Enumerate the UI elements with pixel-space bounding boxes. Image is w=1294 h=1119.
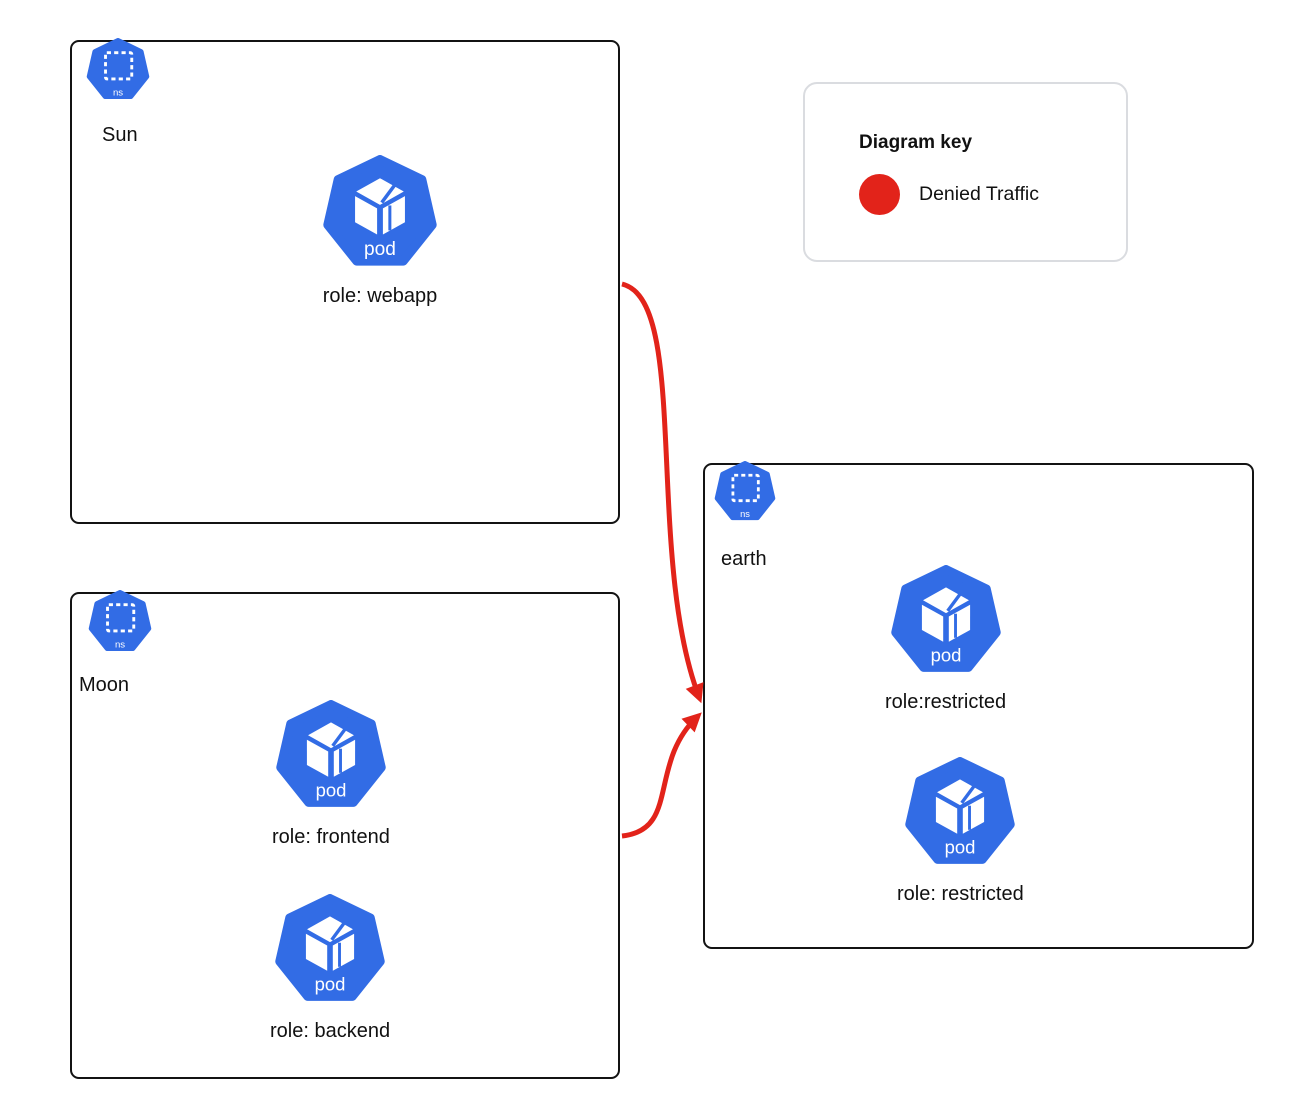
namespace-icon — [714, 461, 776, 523]
pod-label: role: backend — [270, 1020, 391, 1042]
pod-restricted-1: role:restricted — [885, 565, 1006, 714]
pod-backend: role: backend — [270, 894, 390, 1043]
namespace-icon — [86, 38, 150, 102]
pod-restricted-2: role: restricted — [897, 757, 1024, 906]
pod-label: role: frontend — [272, 826, 390, 848]
namespace-name: earth — [721, 548, 767, 570]
pod-icon — [275, 700, 387, 812]
pod-webapp: role: webapp — [322, 155, 438, 308]
pod-icon — [322, 155, 438, 271]
diagram-key: Diagram key Denied Traffic — [803, 82, 1128, 262]
namespace-icon — [88, 590, 152, 654]
pod-icon — [274, 894, 386, 1006]
pod-icon — [890, 565, 1002, 677]
denied-arrow-moon-to-earth — [621, 712, 702, 839]
namespace-box-sun: Sun role: webapp — [70, 40, 620, 524]
pod-label: role:restricted — [885, 691, 1007, 713]
diagram-key-row: Denied Traffic — [859, 174, 1039, 215]
namespace-name: Sun — [102, 124, 138, 146]
denied-traffic-dot — [859, 174, 900, 215]
namespace-box-moon: Moon role: frontend role: backend — [70, 592, 620, 1079]
namespace-box-earth: earth role:restricted role: restricted — [703, 463, 1254, 949]
pod-icon — [904, 757, 1016, 869]
diagram-key-title: Diagram key — [859, 132, 973, 153]
pod-label: role: restricted — [897, 883, 1024, 905]
pod-frontend: role: frontend — [272, 700, 390, 849]
pod-label: role: webapp — [322, 285, 438, 307]
denied-traffic-label: Denied Traffic — [919, 183, 1039, 205]
namespace-name: Moon — [79, 674, 130, 696]
denied-arrow-sun-to-earth — [621, 281, 704, 704]
